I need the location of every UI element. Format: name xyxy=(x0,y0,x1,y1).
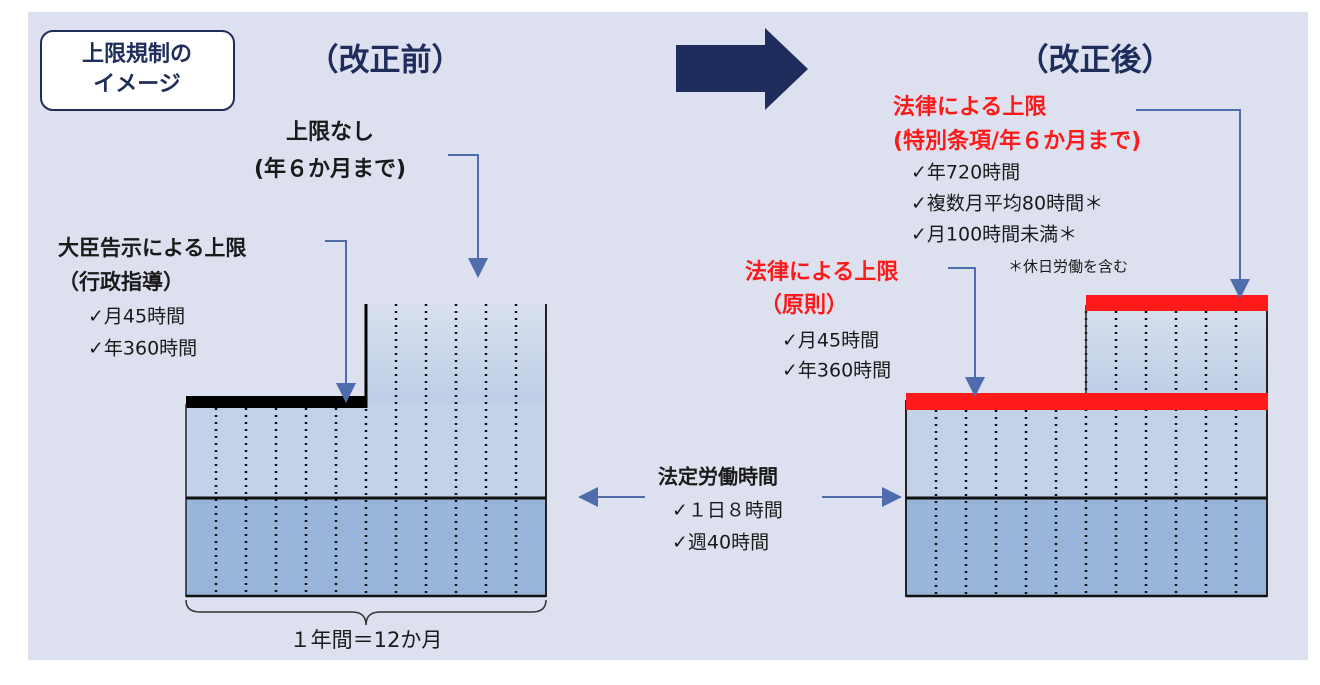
after-chart xyxy=(905,295,1268,598)
legal-hours-area xyxy=(906,498,1267,596)
minister-limit-title: 大臣告示による上限 xyxy=(58,236,246,260)
badge-line1: 上限規制の xyxy=(82,42,192,67)
holiday-note: ＊休日労働を含む xyxy=(1008,258,1128,276)
special-leader-arrow xyxy=(1136,109,1250,299)
legal-hours-area xyxy=(186,498,546,596)
transition-arrow-icon xyxy=(676,28,808,110)
minister-check: ✓月45時間 xyxy=(88,306,185,328)
special-limit-subtitle: (特別条項/年６か月まで) xyxy=(893,128,1141,154)
unlimited-area xyxy=(366,304,546,408)
minister-leader-arrow xyxy=(325,240,356,403)
badge-line2: イメージ xyxy=(93,72,181,97)
no-limit-title: 上限なし xyxy=(286,120,374,145)
minister-limit-bar xyxy=(186,396,366,408)
minister-check: ✓年360時間 xyxy=(88,338,197,360)
year-period-label: １年間＝12か月 xyxy=(290,628,443,652)
special-area xyxy=(1086,305,1267,400)
special-limit-bar xyxy=(1086,295,1268,311)
legal-hours-check: ✓１日８時間 xyxy=(672,500,783,522)
after-heading: （改正後） xyxy=(1018,43,1173,79)
principle-limit-subtitle: （原則） xyxy=(760,293,848,318)
special-limit-title: 法律による上限 xyxy=(893,94,1046,120)
before-heading: （改正前） xyxy=(308,43,463,79)
special-check: ✓年720時間 xyxy=(911,162,1020,184)
minister-limit-subtitle: （行政指導） xyxy=(58,270,184,294)
principle-check: ✓年360時間 xyxy=(782,360,891,382)
principle-limit-bar xyxy=(906,393,1268,410)
title-badge xyxy=(40,30,235,111)
special-check: ✓月100時間未満＊ xyxy=(911,224,1077,246)
legal-hours-check: ✓週40時間 xyxy=(672,532,769,554)
principle-check: ✓月45時間 xyxy=(782,330,879,352)
principle-limit-title: 法律による上限 xyxy=(745,259,898,285)
principle-leader-arrow xyxy=(948,267,985,397)
no-limit-subtitle: (年６か月まで) xyxy=(254,156,406,182)
no-limit-leader-arrow xyxy=(448,154,488,278)
special-check: ✓複数月平均80時間＊ xyxy=(911,193,1103,215)
before-chart xyxy=(185,304,547,626)
overtime-area xyxy=(906,400,1267,498)
legal-hours-title: 法定労働時間 xyxy=(658,465,778,489)
year-brace xyxy=(185,599,547,626)
